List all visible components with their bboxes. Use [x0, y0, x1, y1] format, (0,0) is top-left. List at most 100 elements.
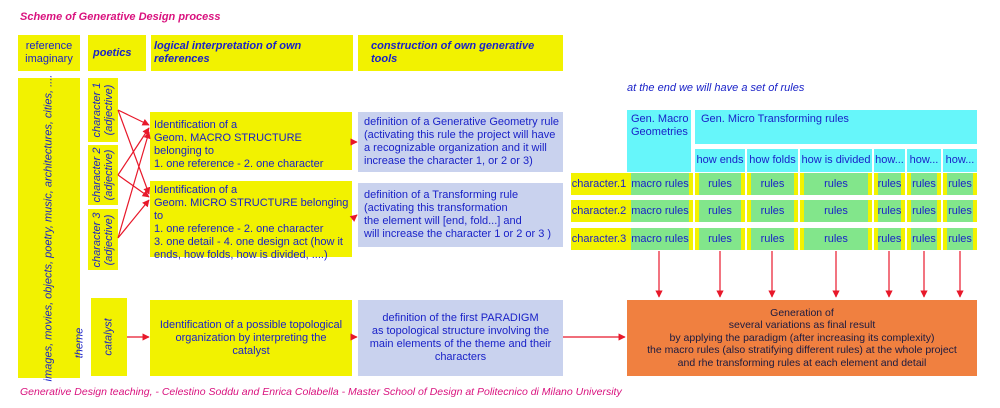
- identification-micro-line-2: Geom. MICRO STRUCTURE belonging to: [154, 197, 349, 222]
- table-cell-label: rules: [760, 177, 785, 190]
- definition-paradigm-box: definition of the first PARADIGM as topo…: [358, 300, 563, 376]
- table-sub-header-6-label: how...: [945, 154, 975, 166]
- table-cell-label: rules: [824, 232, 848, 245]
- table-cell: rules: [907, 228, 941, 250]
- identification-micro-box: Identification of a Geom. MICRO STRUCTUR…: [150, 181, 352, 261]
- definition-geometry-box: definition of a Generative Geometry rule…: [358, 112, 563, 172]
- table-cell-label: rules: [912, 177, 936, 190]
- header-logical-label: logical interpretation of own references: [154, 40, 302, 65]
- table-cell-label: rules: [708, 204, 732, 217]
- table-cell-label: rules: [824, 177, 848, 190]
- table-row-label-3-text: character.3: [571, 232, 627, 245]
- table-cell: rules: [695, 228, 745, 250]
- identification-topo-line-2: organization by interpreting the: [175, 331, 327, 344]
- identification-micro-line-5: ends, how folds, how is divided, ....): [154, 249, 328, 261]
- arrow-char1-macro: [117, 109, 150, 126]
- generation-line-4: the macro rules (also stratifying differ…: [647, 344, 957, 357]
- definition-transform-line-2: (activating this transformation: [364, 202, 508, 214]
- header-poetics: poetics: [88, 35, 146, 71]
- character-2-box: character 2 (adjective): [88, 145, 118, 205]
- definition-geometry-line-1: definition of a Generative Geometry rule: [364, 116, 560, 128]
- arrow-char2-micro: [117, 174, 150, 198]
- footer-credits: Generative Design teaching, - Celestino …: [20, 386, 622, 398]
- table-row-label-2: character.2: [571, 200, 627, 222]
- table-cell: rules: [874, 228, 905, 250]
- table-cell: rules: [800, 200, 872, 222]
- definition-geometry-line-4: increase the character 1, or 2 or 3): [364, 155, 533, 167]
- table-sub-header-4: how...: [874, 149, 905, 172]
- table-cell-label: macro rules: [631, 177, 689, 190]
- definition-paradigm-line-1: definition of the first PARADIGM: [382, 312, 539, 324]
- identification-macro-line-2: Geom. MACRO STRUCTURE belonging to: [154, 132, 302, 157]
- header-poetics-label: poetics: [93, 46, 132, 59]
- table-sub-header-3-label: how is divided: [801, 154, 871, 166]
- header-reference-label: reference imaginary: [25, 40, 73, 65]
- header-logical: logical interpretation of own references: [151, 35, 353, 71]
- identification-macro-line-1: Identification of a: [154, 119, 238, 131]
- arrow-char3-micro: [117, 199, 150, 239]
- header-reference: reference imaginary: [18, 35, 80, 71]
- table-cell-label: rules: [708, 177, 732, 190]
- table-cell: macro rules: [627, 200, 693, 222]
- table-cell-label: rules: [948, 177, 972, 190]
- identification-macro-box: Identification of a Geom. MACRO STRUCTUR…: [150, 112, 352, 170]
- table-sub-header-2-label: how folds: [749, 154, 796, 166]
- table-cell: macro rules: [627, 173, 693, 195]
- table-sub-header-2: how folds: [747, 149, 798, 172]
- table-sub-header-6: how...: [943, 149, 977, 172]
- identification-micro-line-1: Identification of a: [154, 184, 238, 196]
- table-cell: rules: [907, 200, 941, 222]
- definition-geometry-line-3: a recognizable organization and it will: [364, 142, 547, 154]
- table-cell: rules: [747, 173, 798, 195]
- generation-line-5: and rhe transforming rules at each eleme…: [677, 356, 927, 369]
- table-cell: rules: [747, 200, 798, 222]
- table-cell: rules: [800, 173, 872, 195]
- table-cell-label: macro rules: [631, 204, 689, 217]
- table-cell-label: rules: [760, 232, 785, 245]
- table-cell-label: rules: [760, 204, 785, 217]
- table-cell-label: rules: [824, 204, 848, 217]
- table-cell: rules: [800, 228, 872, 250]
- arrow-micro-transform: [349, 214, 358, 222]
- table-cell: rules: [943, 173, 977, 195]
- definition-transform-box: definition of a Transforming rule (activ…: [358, 183, 563, 247]
- table-micro-header: Gen. Micro Transforming rules: [695, 110, 977, 144]
- identification-micro-line-3: 1. one reference - 2. one character: [154, 223, 324, 235]
- table-cell-label: rules: [912, 204, 936, 217]
- definition-paradigm-line-4: characters: [434, 351, 487, 363]
- table-cell-label: rules: [877, 232, 902, 245]
- arrow-char3-macro: [117, 131, 151, 239]
- character-1-box: character 1 (adjective): [88, 78, 118, 142]
- catalyst-box: catalyst: [91, 298, 127, 376]
- table-sub-header-1-label: how ends: [696, 154, 744, 166]
- definition-paradigm-line-2: as topological structure involving the: [371, 325, 550, 337]
- table-sub-header-5-label: how...: [909, 154, 939, 166]
- table-cell-label: rules: [708, 232, 732, 245]
- identification-topo-line-3: catalyst: [232, 344, 270, 357]
- table-cell-label: rules: [948, 204, 972, 217]
- table-row-label-1-text: character.1: [571, 177, 627, 190]
- table-cell: rules: [943, 228, 977, 250]
- table-cell: macro rules: [627, 228, 693, 250]
- table-micro-header-label: Gen. Micro Transforming rules: [701, 113, 849, 125]
- table-cell: rules: [907, 173, 941, 195]
- identification-micro-line-4: 3. one detail - 4. one design act (how i…: [154, 236, 343, 248]
- diagram-title: Scheme of Generative Design process: [20, 11, 221, 23]
- table-sub-header-1: how ends: [695, 149, 745, 172]
- generation-line-1: Generation of: [770, 306, 834, 319]
- identification-topo-box: Identification of a possible topological…: [150, 300, 352, 376]
- table-cell-label: rules: [948, 232, 972, 245]
- identification-topo-line-1: Identification of a possible topological: [159, 318, 343, 331]
- table-macro-header-label: Gen. Macro Geometries: [631, 113, 689, 138]
- table-cell: rules: [943, 200, 977, 222]
- definition-transform-line-3: the element will [end, fold...] and: [364, 215, 522, 227]
- rules-caption: at the end we will have a set of rules: [627, 82, 805, 94]
- reference-column: images, movies, objects, poetry, music, …: [18, 75, 80, 381]
- table-cell: rules: [874, 173, 905, 195]
- header-construction-label: construction of own generative tools: [371, 40, 535, 65]
- table-sub-header-5: how...: [907, 149, 941, 172]
- table-macro-header: Gen. Macro Geometries: [627, 110, 691, 172]
- table-row-label-3: character.3: [571, 228, 627, 250]
- generation-line-2: several variations as final result: [728, 319, 876, 332]
